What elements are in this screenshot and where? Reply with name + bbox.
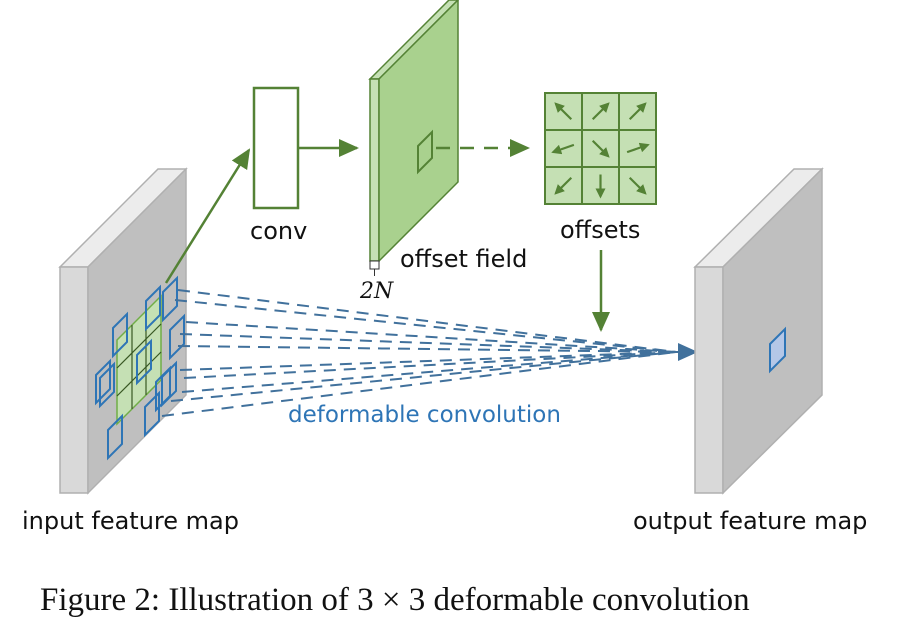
sampling-location — [161, 360, 177, 408]
offset-field-front-face — [378, 0, 459, 263]
deformable-convolution-lines — [161, 289, 698, 417]
sampling-dashed-line — [179, 351, 677, 371]
offset-field-side-face — [369, 78, 380, 262]
offset-field — [368, 0, 460, 276]
channel-bracket — [369, 260, 380, 270]
sampling-location — [95, 358, 111, 406]
sampling-location — [144, 390, 160, 438]
sampling-dashed-line — [179, 333, 677, 353]
sampling-dashed-line — [185, 321, 677, 353]
sampling-location — [145, 284, 161, 332]
deformable-convolution-label: deformable convolution — [288, 402, 561, 428]
offset-arrow-icon — [628, 102, 647, 121]
offsets-label: offsets — [560, 216, 640, 244]
sampling-dashed-line — [170, 351, 677, 402]
offset-field-location — [417, 129, 433, 175]
sampling-dashed-line — [181, 351, 677, 393]
output-feature-map — [693, 167, 824, 495]
sampling-location — [162, 275, 178, 323]
output-feature-map-label: output feature map — [633, 507, 867, 535]
caption-suffix: deformable convolution — [433, 582, 750, 618]
sampling-location — [136, 338, 152, 386]
sampling-dashed-line — [174, 299, 677, 353]
offset-arrow-icon — [591, 102, 610, 121]
offset-arrow-icon — [628, 176, 647, 195]
input-feature-map-label: input feature map — [22, 507, 239, 535]
sampling-dashed-line — [161, 351, 677, 417]
offset-field-label: offset field — [400, 245, 527, 273]
caption-prefix: Figure 2: Illustration of 3 × 3 — [40, 582, 434, 618]
offset-arrow-icon — [626, 142, 650, 154]
offset-arrow-icon — [591, 139, 610, 158]
sampling-location — [107, 413, 123, 461]
sampling-location — [169, 313, 185, 361]
sampling-dashed-line — [183, 351, 677, 379]
offsets-grid — [544, 92, 657, 205]
input-to-conv-arrow — [164, 148, 251, 284]
deformed-sampling-locations — [95, 275, 185, 461]
channels-label: 2N — [359, 279, 394, 304]
offset-arrow-icon — [551, 143, 575, 155]
input-map-side-face — [59, 266, 89, 494]
sampling-dashed-line — [177, 345, 677, 353]
conv-box — [252, 86, 300, 210]
output-location — [769, 326, 786, 374]
output-map-front-face — [722, 167, 823, 495]
sampling-dashed-line — [177, 289, 677, 353]
output-map-side-face — [694, 266, 724, 494]
conv-label: conv — [250, 217, 307, 245]
offset-arrow-icon — [554, 176, 573, 195]
offset-arrow-icon — [554, 102, 573, 121]
sampling-location — [112, 311, 128, 359]
figure-caption: Figure 2: Illustration of 3 × 3 deformab… — [40, 582, 900, 619]
